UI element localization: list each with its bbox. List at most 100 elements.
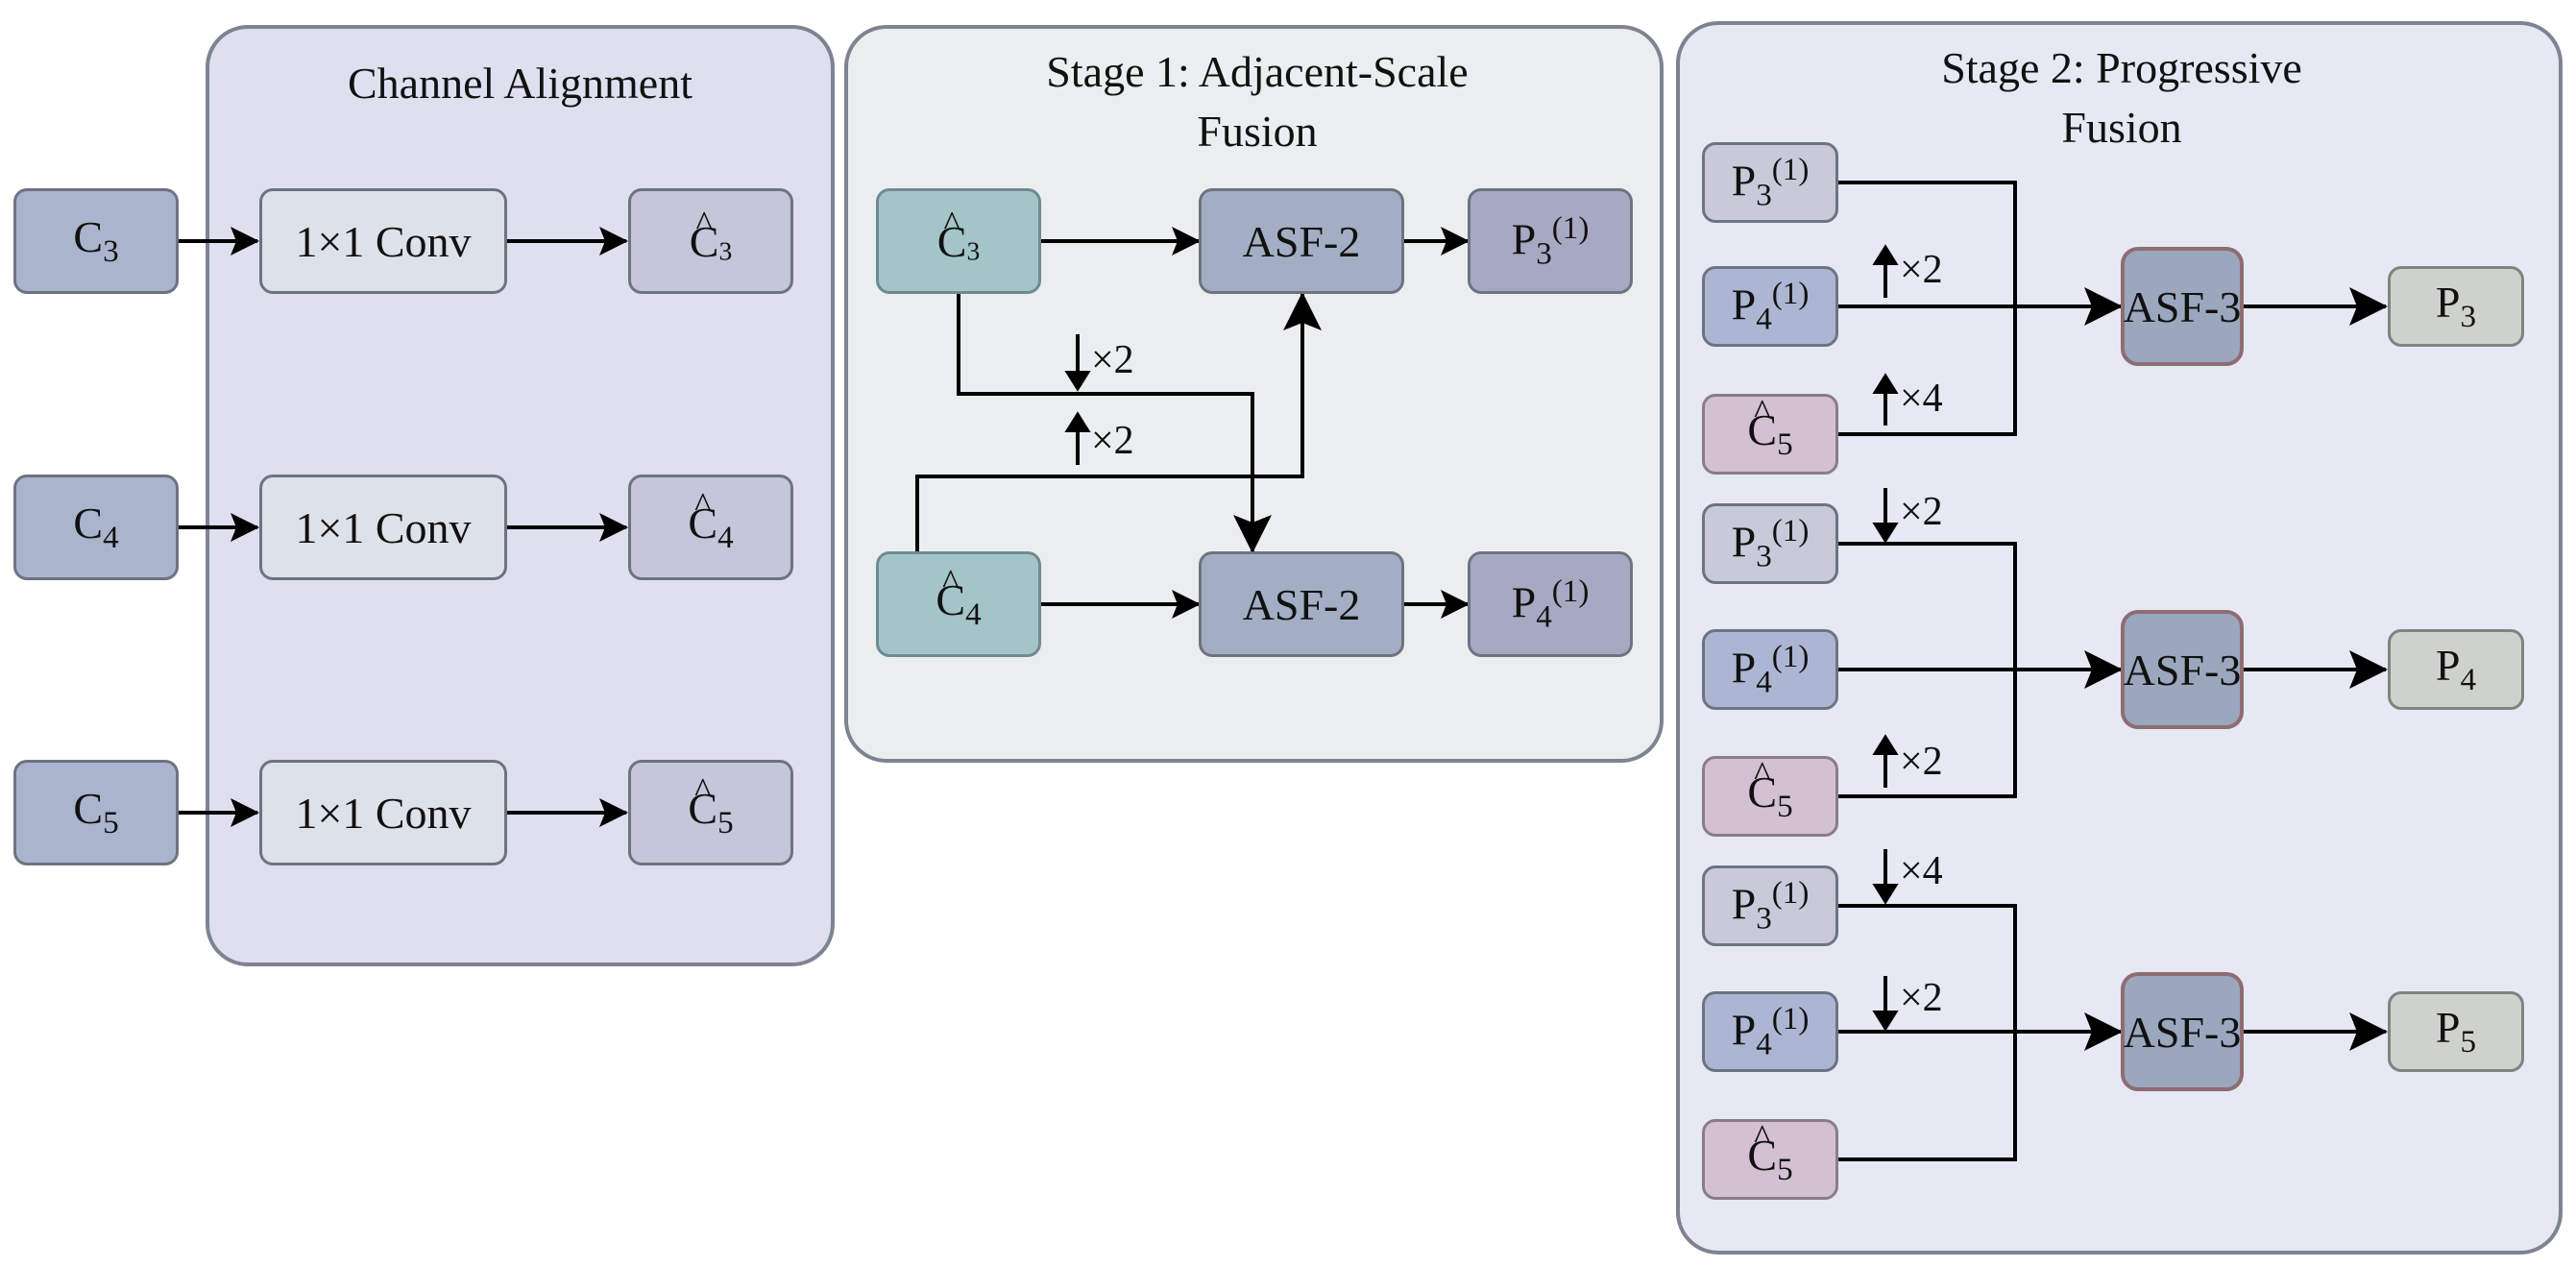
stage2-title-text: Stage 2: Progressive Fusion xyxy=(1941,43,2302,152)
subscript: 4 xyxy=(1756,301,1772,337)
subscript: 3 xyxy=(1756,177,1772,213)
stage2-g1-c5-node: C5 xyxy=(1702,394,1838,475)
stage2-g1-p4-node: P4(1) xyxy=(1702,266,1838,347)
stage2-g3-p4-node: P4(1) xyxy=(1702,991,1838,1072)
stage1-p4-output: P4(1) xyxy=(1468,551,1633,657)
stage2-g3-asf3: ASF-3 xyxy=(2121,972,2244,1091)
symbol-p: P xyxy=(2435,1003,2461,1053)
stage2-title: Stage 2: Progressive Fusion xyxy=(1910,38,2333,158)
subscript: 3 xyxy=(103,233,119,270)
aligned-node-c5: C5 xyxy=(628,760,793,865)
stage2-g1-p4-label: P4(1) xyxy=(1732,276,1810,338)
symbol-c-hat: C xyxy=(1747,767,1777,817)
aligned-c4-label: C4 xyxy=(688,498,733,556)
stage2-g1-up-x4-label: ×4 xyxy=(1900,377,1943,421)
symbol-p: P xyxy=(1731,156,1757,206)
stage1-down-x2-label: ×2 xyxy=(1091,338,1134,382)
stage1-asf2-top: ASF-2 xyxy=(1199,188,1404,294)
stage2-g3-c5-label: C5 xyxy=(1747,1130,1792,1188)
symbol-c-hat: C xyxy=(936,574,965,625)
symbol-p: P xyxy=(1731,517,1757,567)
conv-node-c4: 1×1 Conv xyxy=(259,475,507,580)
stage2-p4-output-label: P4 xyxy=(2436,640,2476,698)
symbol-c-hat: C xyxy=(1747,1130,1777,1181)
superscript: (1) xyxy=(1551,573,1590,609)
stage2-g2-p4-node: P4(1) xyxy=(1702,629,1838,710)
stage2-g1-p3-node: P3(1) xyxy=(1702,142,1838,223)
stage1-p3-output: P3(1) xyxy=(1468,188,1633,294)
stage2-p5-output: P5 xyxy=(2388,991,2524,1072)
stage1-p4-label: P4(1) xyxy=(1512,573,1590,636)
stage2-g1-up-x2-label: ×2 xyxy=(1900,248,1943,292)
stage2-g2-p3-label: P3(1) xyxy=(1732,513,1810,575)
input-c5-label: C5 xyxy=(73,783,118,841)
conv-node-c3: 1×1 Conv xyxy=(259,188,507,294)
symbol-p: P xyxy=(1511,214,1537,264)
stage2-g2-down-x2-label: ×2 xyxy=(1900,490,1943,534)
stage2-g3-c5-node: C5 xyxy=(1702,1119,1838,1200)
superscript: (1) xyxy=(1771,638,1810,674)
stage1-p3-label: P3(1) xyxy=(1512,210,1590,273)
symbol-c: C xyxy=(73,784,104,834)
symbol-p: P xyxy=(2435,641,2461,691)
stage1-asf2-bottom: ASF-2 xyxy=(1199,551,1404,657)
stage2-g3-down-x2-label: ×2 xyxy=(1900,976,1943,1020)
subscript: 4 xyxy=(2460,662,2477,698)
superscript: (1) xyxy=(1551,209,1590,246)
symbol-c-hat: C xyxy=(688,783,717,834)
stage2-g2-p4-label: P4(1) xyxy=(1732,639,1810,701)
aligned-c3-label: C3 xyxy=(690,216,732,267)
symbol-p: P xyxy=(1731,1005,1757,1055)
conv-node-c5: 1×1 Conv xyxy=(259,760,507,865)
stage2-p3-output-label: P3 xyxy=(2436,277,2476,335)
symbol-c: C xyxy=(73,499,104,548)
symbol-p: P xyxy=(1731,280,1757,329)
symbol-c-hat: C xyxy=(1747,404,1777,455)
stage1-c3-label: C3 xyxy=(937,216,980,267)
stage2-p5-output-label: P5 xyxy=(2436,1002,2476,1060)
subscript: 3 xyxy=(1756,900,1772,937)
input-node-c5: C5 xyxy=(13,760,179,865)
stage1-c4-label: C4 xyxy=(936,574,981,633)
subscript: 4 xyxy=(965,597,982,633)
aligned-c5-label: C5 xyxy=(688,783,733,841)
subscript: 4 xyxy=(1756,1026,1772,1062)
stage2-g2-asf3: ASF-3 xyxy=(2121,610,2244,729)
stage2-g3-p3-node: P3(1) xyxy=(1702,865,1838,946)
subscript: 5 xyxy=(717,805,734,841)
stage2-g2-p3-node: P3(1) xyxy=(1702,503,1838,584)
subscript: 5 xyxy=(1777,1152,1793,1188)
stage2-g3-p4-label: P4(1) xyxy=(1732,1001,1810,1063)
input-c4-label: C4 xyxy=(73,498,118,556)
stage1-up-x2-label: ×2 xyxy=(1091,419,1134,463)
stage2-g1-asf3: ASF-3 xyxy=(2121,247,2244,366)
stage1-c4-node: C4 xyxy=(876,551,1041,657)
stage1-title: Stage 1: Adjacent-Scale Fusion xyxy=(1036,42,1478,161)
channel-alignment-title: Channel Alignment xyxy=(347,59,693,108)
superscript: (1) xyxy=(1771,874,1810,911)
stage2-g2-up-x2-label: ×2 xyxy=(1900,740,1943,784)
symbol-c-hat: C xyxy=(690,216,719,267)
superscript: (1) xyxy=(1771,275,1810,311)
superscript: (1) xyxy=(1771,512,1810,548)
symbol-c: C xyxy=(73,212,104,262)
symbol-p: P xyxy=(1731,879,1757,929)
subscript: 5 xyxy=(2460,1024,2477,1060)
stage2-g3-p3-label: P3(1) xyxy=(1732,875,1810,938)
input-c3-label: C3 xyxy=(73,211,118,270)
aligned-node-c4: C4 xyxy=(628,475,793,580)
stage2-g3-down-x4-label: ×4 xyxy=(1900,849,1943,893)
subscript: 4 xyxy=(1536,598,1552,635)
subscript: 4 xyxy=(103,520,119,556)
subscript: 3 xyxy=(966,234,981,265)
symbol-c-hat: C xyxy=(688,498,717,548)
subscript: 3 xyxy=(1756,538,1772,574)
subscript: 5 xyxy=(1777,789,1793,825)
subscript: 4 xyxy=(717,520,734,556)
input-node-c3: C3 xyxy=(13,188,179,294)
superscript: (1) xyxy=(1771,1000,1810,1036)
subscript: 3 xyxy=(718,234,733,265)
symbol-p: P xyxy=(1511,577,1537,627)
stage2-g1-p3-label: P3(1) xyxy=(1732,152,1810,214)
stage1-title-text: Stage 1: Adjacent-Scale Fusion xyxy=(1046,47,1469,156)
